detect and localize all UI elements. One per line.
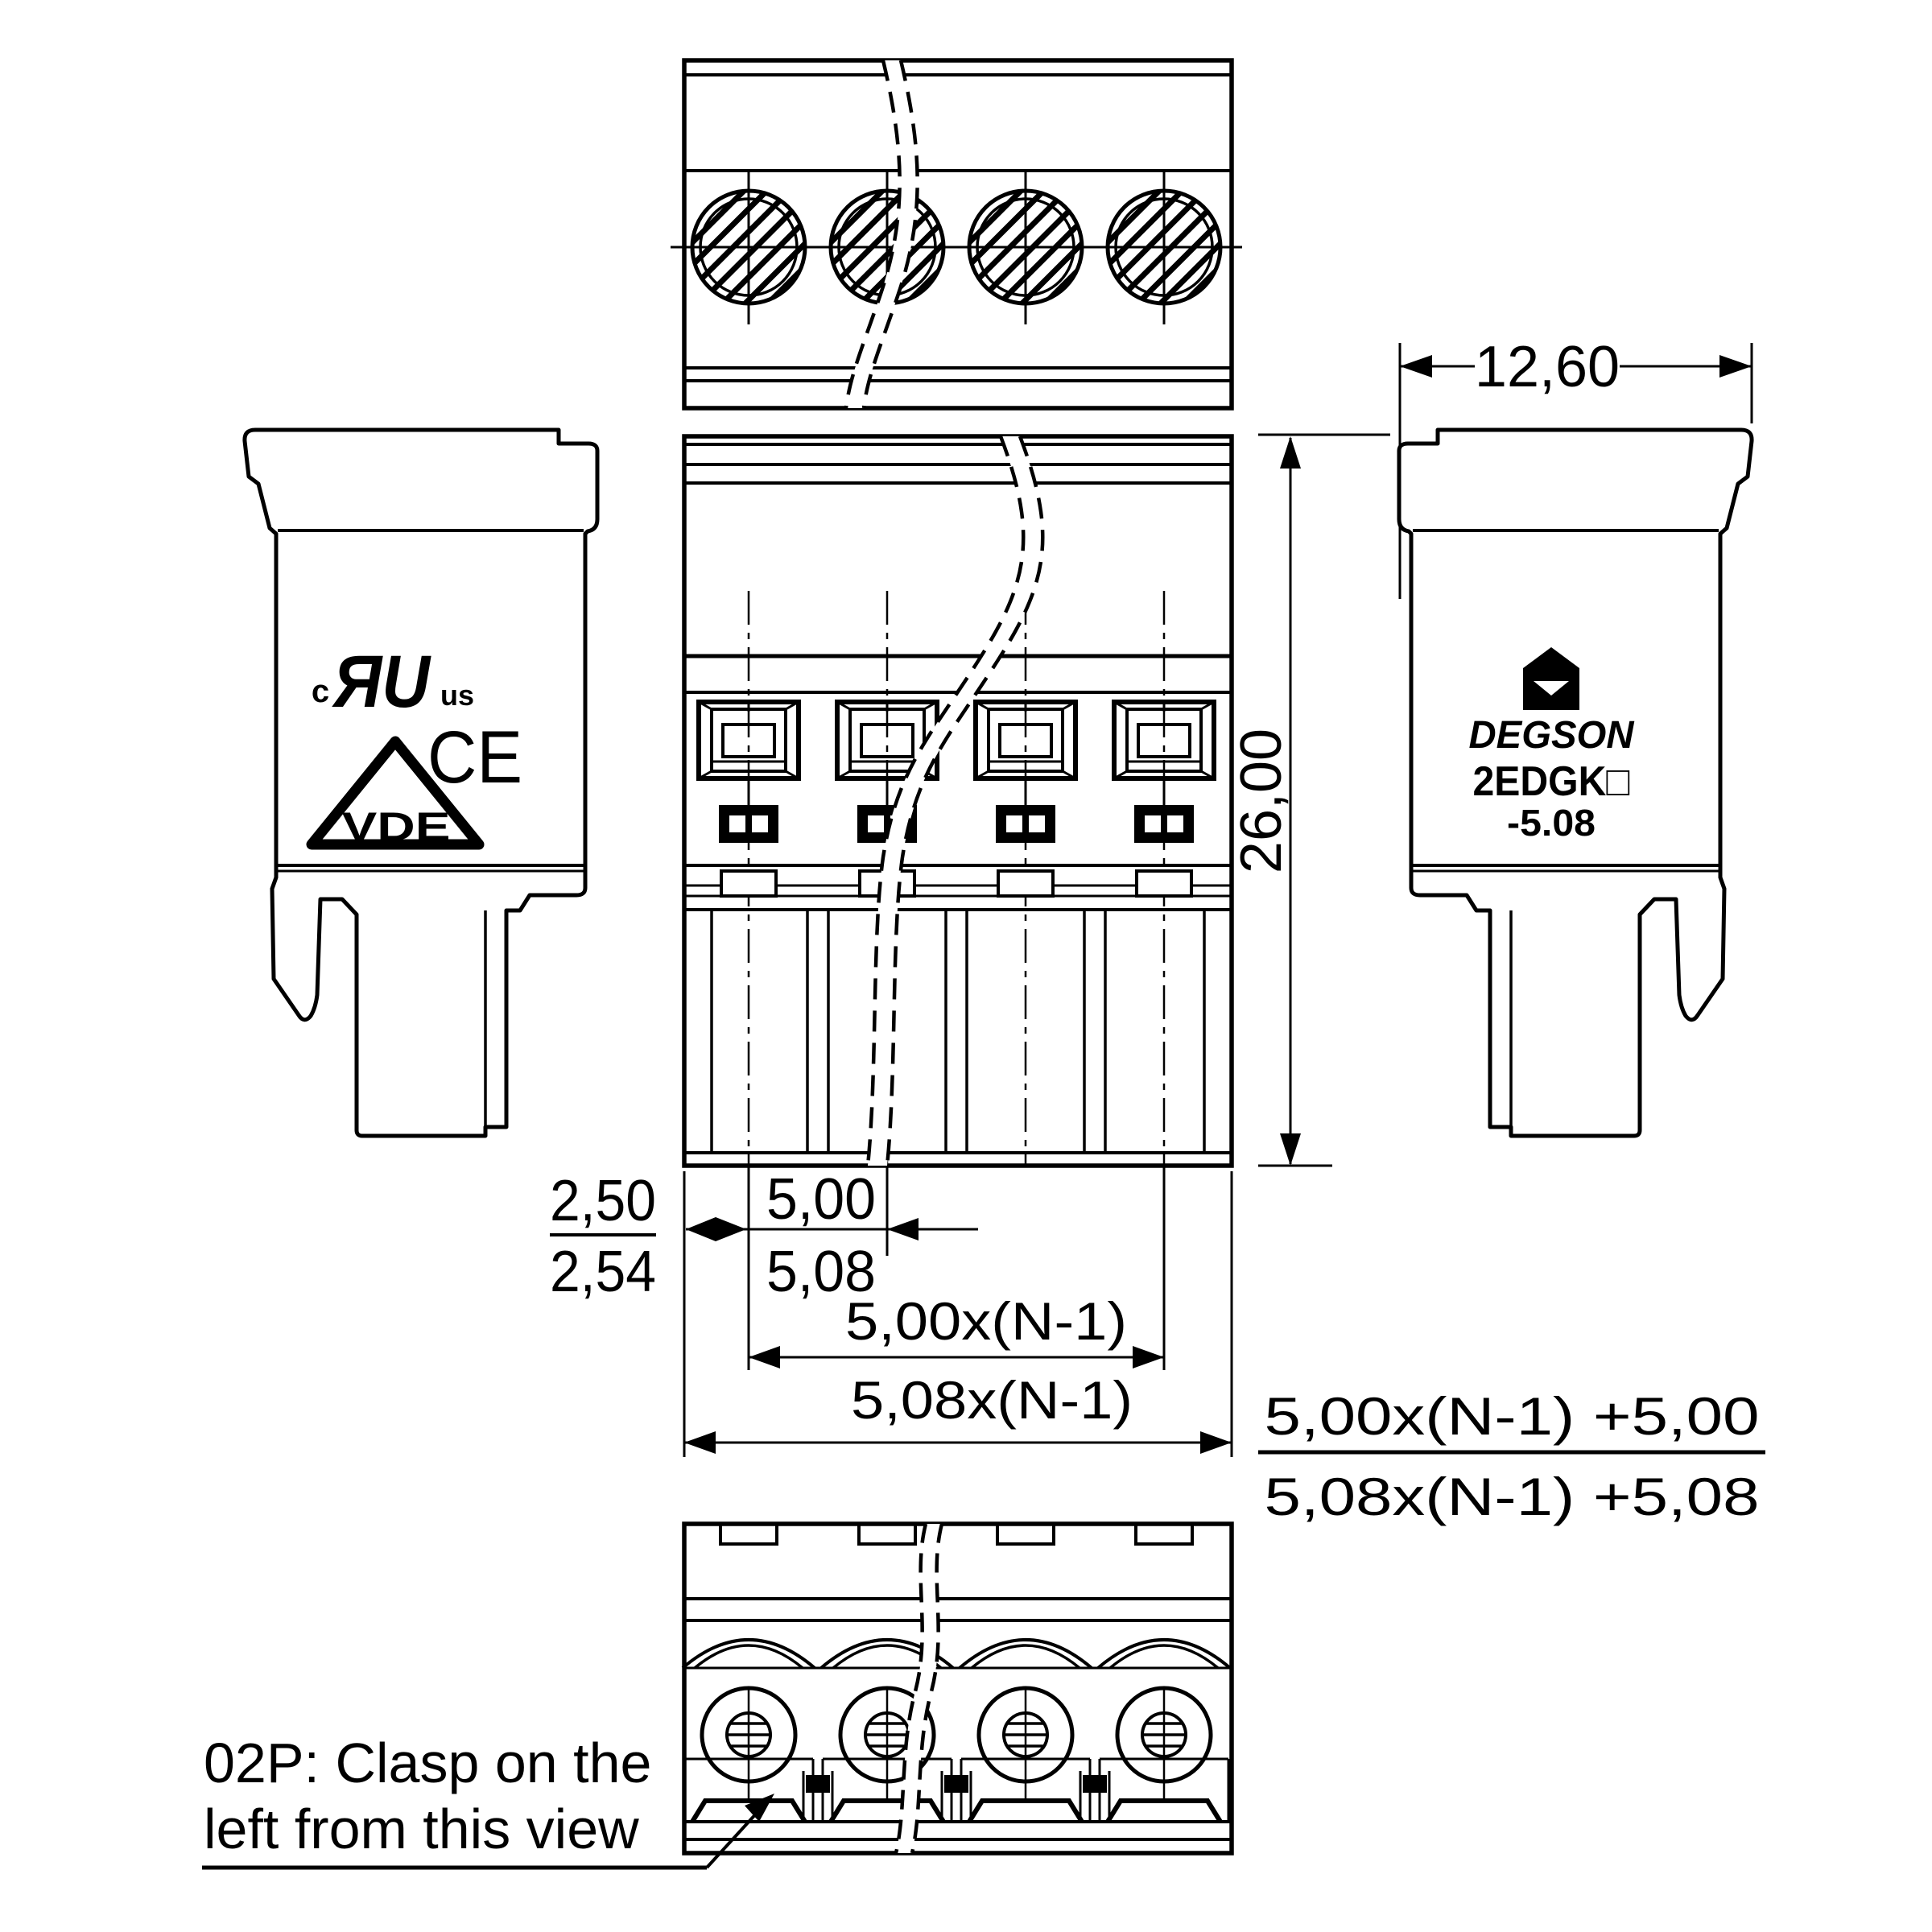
pole-dividers: [710, 908, 1206, 1154]
arrowhead-down-icon: [1280, 1133, 1301, 1166]
break-line: [910, 1523, 944, 1854]
break-gap: [846, 60, 918, 408]
arrowhead-right-icon: [1200, 1431, 1232, 1454]
arrowhead-right-icon: [1719, 355, 1752, 378]
dim-pitch-bottom-label: 5,08: [766, 1240, 876, 1304]
dim-span-top-label: 5,00x(N-1): [845, 1291, 1127, 1351]
dim-edge-bottom-label: 2,54: [550, 1240, 656, 1304]
certification-marks: c ЯU us CE VDE: [306, 641, 522, 850]
pitch-code-label: -5.08: [1507, 802, 1596, 844]
dim-top-width-label: 12,60: [1475, 335, 1620, 399]
note-line1: 02P: Clasp on the: [204, 1732, 651, 1794]
wire-clamp-icon: [719, 805, 1194, 843]
degson-house-icon: [1523, 647, 1579, 710]
branding: DEGSON 2EDGK□ -5.08: [1469, 647, 1635, 844]
extension-lines: [683, 1166, 1233, 1457]
series-label: 2EDGK□: [1473, 758, 1631, 805]
break-line: [865, 436, 1026, 1166]
dim-edge-top-label: 2,50: [550, 1169, 656, 1233]
break-gap: [868, 436, 1043, 1166]
dim-span-bottom-label: 5,08x(N-1): [851, 1370, 1133, 1430]
dim-edge-to-pole: 2,50 2,54: [550, 1169, 746, 1304]
arrowhead-left-icon: [1400, 355, 1432, 378]
dim-pitch-top-label: 5,00: [766, 1167, 876, 1232]
clasp-channels: [802, 1769, 1111, 1823]
note-line2: left from this view: [204, 1798, 639, 1860]
band-windows: [720, 869, 1193, 898]
vde-triangle-icon: [306, 736, 485, 850]
arrowhead-left-icon: [749, 1346, 780, 1368]
left-side-view: c ЯU us CE VDE: [245, 430, 597, 1136]
break-line: [885, 436, 1045, 1166]
top-view: [671, 58, 1242, 411]
ul-c-label: c: [312, 674, 329, 709]
clasp-note: 02P: Clasp on the left from this view: [202, 1732, 774, 1870]
ul-us-label: us: [440, 679, 474, 712]
ul-recognized-icon: ЯU: [332, 641, 431, 723]
right-side-view: DEGSON 2EDGK□ -5.08: [1399, 430, 1752, 1136]
dim-top-width: 12,60: [1398, 335, 1753, 599]
ce-mark-icon: CE: [427, 716, 522, 799]
arrowhead-left-icon: [887, 1218, 919, 1241]
dim-side-height: 26,00: [1229, 433, 1390, 1167]
leader-arrowhead-icon: [745, 1794, 774, 1822]
break-line: [861, 60, 919, 409]
manufacturer-label: DEGSON: [1469, 714, 1635, 757]
dim-overall-top-label: 5,00x(N-1) +5,00: [1265, 1386, 1760, 1446]
break-gap: [896, 1524, 942, 1853]
break-line: [894, 1523, 928, 1854]
front-view: [682, 434, 1234, 1168]
arrowhead-right-icon: [1133, 1346, 1164, 1368]
break-line: [844, 60, 902, 409]
screw-head-icon: [671, 171, 1242, 324]
dim-overall-width: 5,00x(N-1) +5,00 5,08x(N-1) +5,08: [684, 1386, 1765, 1526]
pole-centerlines: [747, 591, 1166, 1166]
arrowhead-left-icon: [684, 1431, 716, 1454]
bottom-view: [683, 1523, 1234, 1856]
dim-side-height-label: 26,00: [1229, 729, 1294, 873]
dim-pitch: 5,00 5,08: [686, 1167, 978, 1304]
arrowhead-up-icon: [1280, 436, 1301, 469]
vde-label: VDE: [342, 804, 451, 849]
dim-pole-span: 5,00x(N-1) 5,08x(N-1): [749, 1291, 1164, 1430]
dim-overall-bottom-label: 5,08x(N-1) +5,08: [1265, 1467, 1760, 1526]
